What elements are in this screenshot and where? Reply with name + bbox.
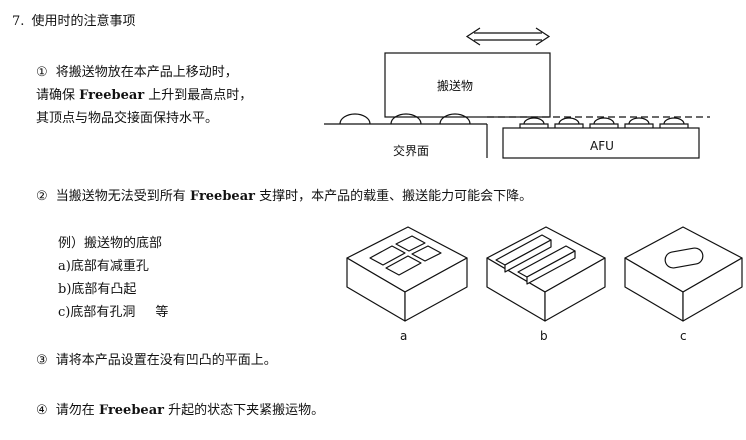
example-c: c)底部有孔洞等 <box>58 305 169 320</box>
block-with-ridges <box>486 226 606 322</box>
object-label: 搬送物 <box>437 78 473 93</box>
section-title: 使用时的注意事项 <box>31 14 136 29</box>
brand-name: Freebear <box>98 403 164 418</box>
section-heading: 7. 使用时的注意事项 <box>12 13 136 31</box>
label-a: a <box>400 329 407 343</box>
note-1-marker: ① <box>36 65 48 80</box>
roller <box>390 113 422 125</box>
roller <box>339 113 371 125</box>
example-intro: 例）搬送物的底部 <box>58 236 163 251</box>
double-arrow-icon <box>465 27 551 46</box>
note-1-line-3: 其顶点与物品交接面保持水平。 <box>36 111 219 126</box>
afu-unit <box>502 127 700 159</box>
note-4-marker: ④ <box>36 403 48 418</box>
roller <box>439 113 471 125</box>
note-4: ④ 请勿在 Freebear 升起的状态下夹紧搬运物。 <box>36 403 325 418</box>
note-2: ② 当搬送物无法受到所有 Freebear 支撑时，本产品的载重、搬送能力可能会… <box>36 189 533 204</box>
note-1-line-1: ① 将搬送物放在本产品上移动时， <box>36 65 238 80</box>
label-c: c <box>680 329 687 343</box>
freebear-balls <box>519 117 689 128</box>
example-a: a)底部有减重孔 <box>58 259 149 274</box>
afu-label: AFU <box>590 139 614 153</box>
boundary-label: 交界面 <box>393 143 429 158</box>
note-3: ③ 请将本产品设置在没有凹凸的平面上。 <box>36 353 277 368</box>
note-1-line-2: 请确保 Freebear 上升到最高点时， <box>36 88 253 103</box>
section-number: 7. <box>12 14 25 29</box>
block-with-holes <box>346 226 468 322</box>
note-3-marker: ③ <box>36 353 48 368</box>
example-b: b)底部有凸起 <box>58 282 137 297</box>
brand-name: Freebear <box>189 189 255 204</box>
transferred-object <box>384 52 551 118</box>
brand-name: Freebear <box>79 88 145 103</box>
note-2-marker: ② <box>36 189 48 204</box>
block-with-slot <box>624 226 743 322</box>
label-b: b <box>540 329 548 343</box>
transfer-diagram <box>324 27 710 159</box>
